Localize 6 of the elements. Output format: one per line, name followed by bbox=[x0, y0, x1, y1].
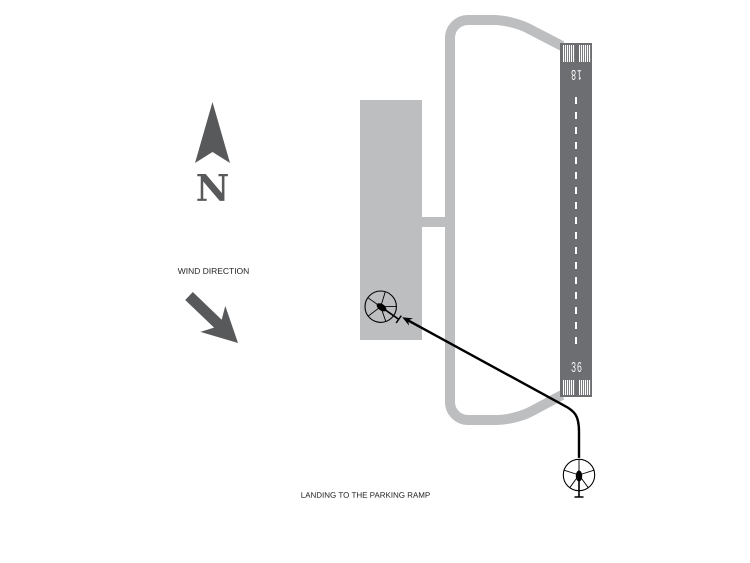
runway-number: 18 bbox=[572, 70, 582, 80]
helicopter-icon bbox=[562, 458, 596, 498]
runway-number: 36 bbox=[572, 362, 582, 372]
helicopter-icon bbox=[364, 290, 402, 324]
north-letter: N bbox=[197, 174, 228, 201]
direction-label: WIND DIRECTION bbox=[178, 268, 249, 274]
